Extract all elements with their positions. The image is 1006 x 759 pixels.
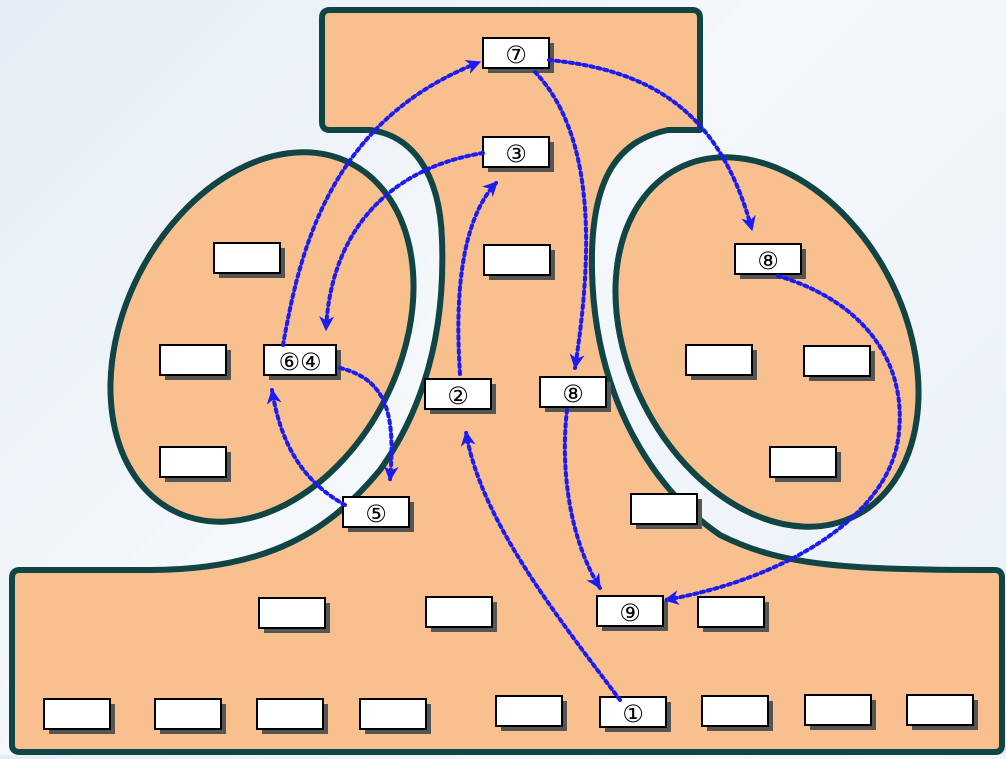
box-label: ②: [447, 382, 469, 410]
box-stem-5: ⑤: [342, 496, 414, 532]
box-bottom-row1-blank-2: [425, 596, 497, 632]
box-stem-blank-2: [630, 493, 702, 529]
regions: [9, 7, 1005, 755]
arrow-7-to-8-right: [547, 58, 756, 232]
arrow-8-right-to-9: [663, 274, 902, 606]
box-label: ①: [622, 700, 644, 728]
box-top-3: ③: [482, 136, 554, 172]
box-bottom-row2-blank-1: [43, 698, 115, 734]
box-left-blank-1: [213, 242, 285, 278]
box-label: ⑦: [505, 41, 527, 69]
arrow-2-to-3: [456, 180, 499, 376]
flow-arrows: [266, 58, 902, 702]
central-cell-region: [9, 7, 1005, 755]
box-right-8: ⑧: [734, 243, 806, 279]
arrow-3-to-4: [319, 151, 485, 332]
arrow-7-to-8-stem: [533, 70, 589, 370]
box-top-7: ⑦: [482, 37, 554, 73]
box-stem-2: ②: [424, 378, 496, 414]
box-left-blank-2: [159, 344, 231, 380]
box-left-64: ⑥④: [263, 344, 341, 380]
box-bottom-row2-blank-3: [256, 698, 328, 734]
box-label: ⑥④: [278, 348, 321, 376]
box-label: ⑤: [365, 500, 387, 528]
box-bottom-row1-blank-1: [258, 597, 330, 633]
box-bottom-row1-blank-3: [697, 596, 769, 632]
box-stem-blank-1: [483, 244, 555, 280]
arrow-6-to-7: [281, 59, 482, 347]
arrow-5-to-6: [266, 388, 347, 507]
box-stem-8: ⑧: [539, 376, 611, 412]
box-left-blank-3: [159, 446, 231, 482]
arrow-4-to-5: [338, 366, 399, 482]
box-bottom-row2-blank-5: [495, 695, 567, 731]
box-right-blank-2: [803, 345, 875, 381]
arrow-1-to-2: [460, 430, 622, 702]
box-label: ⑧: [757, 247, 779, 275]
box-label: ③: [505, 140, 527, 168]
box-bottom-9: ⑨: [596, 595, 668, 631]
box-bottom-row2-blank-8: [906, 694, 978, 730]
arrow-8-stem-to-9: [562, 408, 602, 590]
box-bottom-row2-blank-4: [359, 698, 431, 734]
box-bottom-row2-blank-7: [804, 694, 876, 730]
box-right-blank-1: [685, 344, 757, 380]
box-label: ⑨: [619, 599, 641, 627]
box-bottom-1: ①: [599, 696, 671, 732]
box-right-blank-3: [769, 446, 841, 482]
box-label: ⑧: [562, 380, 584, 408]
box-bottom-row2-blank-2: [154, 698, 226, 734]
box-bottom-row2-blank-6: [701, 695, 773, 731]
